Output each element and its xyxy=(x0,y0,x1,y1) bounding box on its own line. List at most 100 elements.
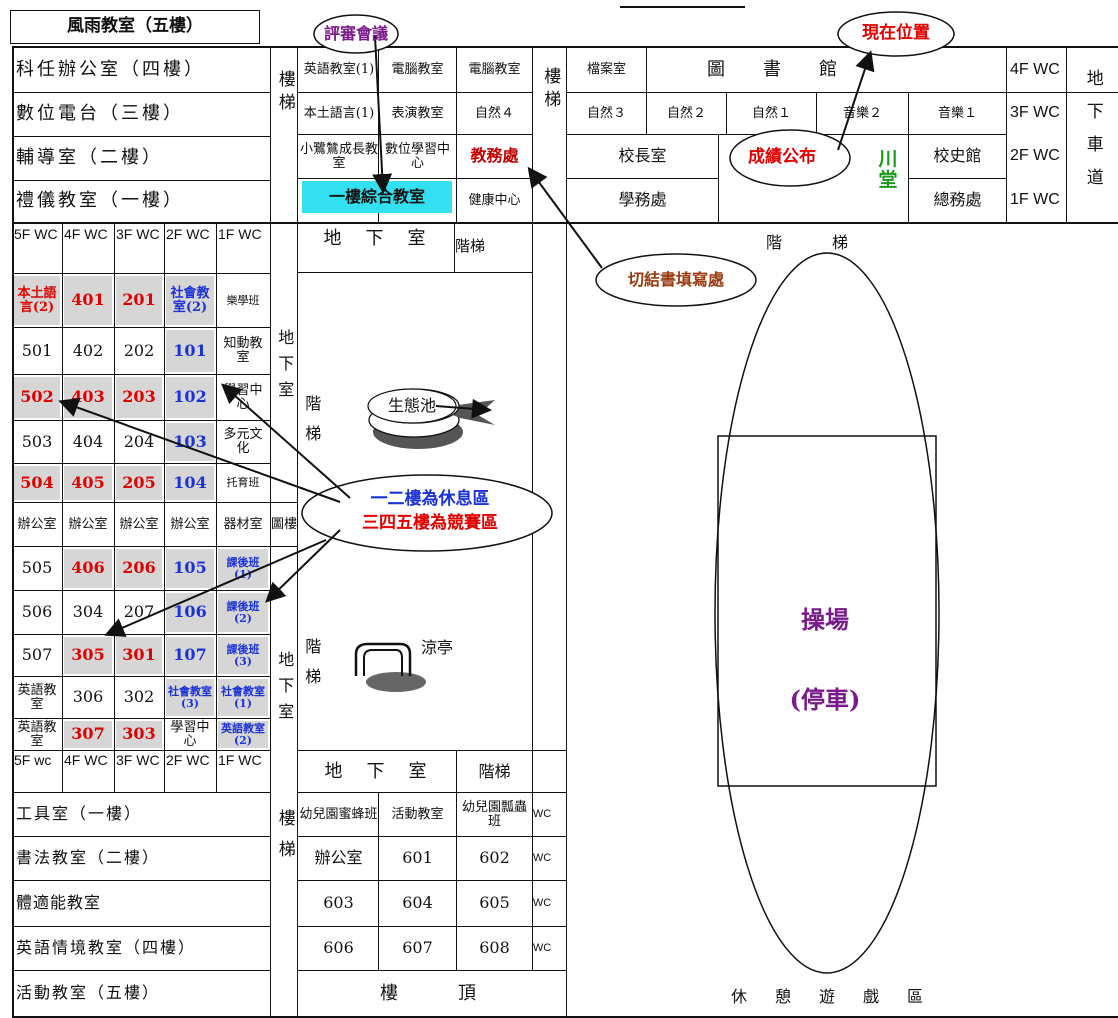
classroom-cell: 505 xyxy=(21,558,53,578)
classroom-cell: 107 xyxy=(166,637,214,674)
room-row-1: 數位電台（三樓） xyxy=(16,103,184,125)
room-egret: 小鷺鷥成長教室 xyxy=(300,141,379,171)
room-computer-b: 電腦教室 xyxy=(468,62,521,78)
wc-kg-2: WC xyxy=(532,851,552,864)
room-music-1: 音樂１ xyxy=(937,105,977,121)
classroom-cell: 204 xyxy=(123,431,155,451)
title-underline xyxy=(620,0,745,8)
classroom-cell: 205 xyxy=(116,466,162,500)
classroom-cell: 課後班(2) xyxy=(218,593,268,632)
wc-foot-cell: 5F wc xyxy=(14,752,52,768)
wc-head-cell: 2F WC xyxy=(166,226,210,242)
room-digital-learning: 數位學習中心 xyxy=(384,141,450,171)
callout-zone-rest: 一二樓為休息區 xyxy=(370,489,490,510)
classroom-cell: 學習中心 xyxy=(170,719,210,749)
wc-foot-cell: 4F WC xyxy=(64,752,108,768)
classroom-cell: 406 xyxy=(64,549,112,588)
classroom-cell: 306 xyxy=(72,687,104,707)
basement-top: 地 下 室 xyxy=(323,227,429,249)
room-science-1: 自然１ xyxy=(751,105,791,121)
room-general-classroom: 一樓綜合教室 xyxy=(302,181,452,213)
wc-head-cell: 5F WC xyxy=(14,226,58,242)
room-608: 608 xyxy=(479,938,510,958)
room-602: 602 xyxy=(479,848,510,868)
classroom-cell: 501 xyxy=(21,340,53,360)
rain-room-label: 風雨教室（五樓） xyxy=(67,16,203,37)
wc-foot-cell: 1F WC xyxy=(218,752,262,768)
stairs-side-1: 階梯 xyxy=(302,395,322,455)
wc-4f: 4F WC xyxy=(1010,60,1060,78)
bottom-room-0: 工具室（一樓） xyxy=(16,804,143,824)
classroom-cell: 101 xyxy=(166,330,214,372)
library-building-label: 圖樓 xyxy=(271,516,298,532)
wc-head-cell: 3F WC xyxy=(116,226,160,242)
room-english-1: 英語教室(1) xyxy=(303,62,375,78)
room-library: 圖 書 館 xyxy=(707,58,847,80)
classroom-cell: 307 xyxy=(64,721,112,748)
playground-parking: (停車) xyxy=(789,685,861,715)
playground-title: 操場 xyxy=(801,605,849,635)
classroom-cell: 507 xyxy=(21,645,53,665)
wc-foot-cell: 2F WC xyxy=(166,752,210,768)
classroom-cell: 301 xyxy=(116,637,162,674)
classroom-cell: 502 xyxy=(14,377,60,418)
callout-judges-meeting: 評審會議 xyxy=(323,23,388,43)
classroom-cell: 托育班 xyxy=(226,476,260,490)
classroom-cell: 社會教室(1) xyxy=(218,679,268,716)
classroom-cell: 英語教室 xyxy=(17,682,57,712)
callout-results: 成績公布 xyxy=(748,147,816,168)
wc-3f: 3F WC xyxy=(1010,104,1060,122)
basement-bottom: 地 下 室 xyxy=(324,760,430,782)
classroom-cell: 304 xyxy=(72,602,104,622)
bottom-room-4: 活動教室（五樓） xyxy=(16,983,161,1003)
classroom-cell: 社會教室(3) xyxy=(166,679,214,716)
room-science-4: 自然４ xyxy=(474,105,514,121)
classroom-cell: 305 xyxy=(64,637,112,674)
classroom-cell: 203 xyxy=(116,377,162,418)
classroom-cell: 辦公室 xyxy=(170,516,210,532)
rest-play-area: 休 憩 遊 戲 區 xyxy=(730,986,929,1006)
room-605: 605 xyxy=(479,893,510,913)
right-stairs: 階 梯 xyxy=(765,232,854,252)
room-school-history: 校史館 xyxy=(933,146,982,166)
classroom-cell: 樂學班 xyxy=(226,293,260,307)
rooftop: 樓 頂 xyxy=(380,982,484,1004)
underground-driveway: 地下車道 xyxy=(1082,69,1103,201)
stairs-bottom: 階梯 xyxy=(478,761,511,781)
underground-label-1: 地下室 xyxy=(275,329,295,407)
wc-2f: 2F WC xyxy=(1010,147,1060,165)
classroom-cell: 405 xyxy=(64,466,112,500)
classroom-cell: 辦公室 xyxy=(17,516,57,532)
classroom-cell: 506 xyxy=(21,602,53,622)
room-603: 603 xyxy=(323,893,354,913)
classroom-cell: 社會教室(2) xyxy=(166,276,214,325)
wc-head-cell: 4F WC xyxy=(64,226,108,242)
classroom-cell: 303 xyxy=(116,721,162,748)
room-health-center: 健康中心 xyxy=(468,192,521,208)
label-ecology-pond: 生態池 xyxy=(387,395,436,415)
room-general-affairs: 總務處 xyxy=(933,190,982,210)
room-604: 604 xyxy=(402,893,433,913)
callout-zone-competition: 三四五樓為競賽區 xyxy=(362,513,498,534)
bottom-room-1: 書法教室（二樓） xyxy=(16,848,161,868)
wc-head-cell: 1F WC xyxy=(218,226,262,242)
classroom-cell: 課後班(1) xyxy=(218,549,268,588)
classroom-cell: 503 xyxy=(21,431,53,451)
underground-label-2: 地下室 xyxy=(275,651,295,729)
classroom-cell: 207 xyxy=(123,602,155,622)
classroom-cell: 英語教室(2) xyxy=(218,721,268,748)
wc-foot-cell: 3F WC xyxy=(116,752,160,768)
room-row-2: 輔導室（二樓） xyxy=(16,147,163,169)
room-kg-bee: 幼兒園蜜蜂班 xyxy=(299,806,378,822)
classroom-cell: 課後班(3) xyxy=(218,637,268,674)
rain-room-box: 風雨教室（五樓） xyxy=(10,10,260,44)
bottom-room-3: 英語情境教室（四樓） xyxy=(16,938,197,958)
classroom-cell: 辦公室 xyxy=(68,516,108,532)
wc-1f: 1F WC xyxy=(1010,191,1060,209)
classroom-cell: 本土語言(2) xyxy=(14,276,60,325)
callout-current-location: 現在位置 xyxy=(862,23,930,44)
classroom-cell: 202 xyxy=(123,340,155,360)
wc-kg-1: WC xyxy=(532,807,552,820)
room-607: 607 xyxy=(402,938,433,958)
room-601: 601 xyxy=(402,848,433,868)
